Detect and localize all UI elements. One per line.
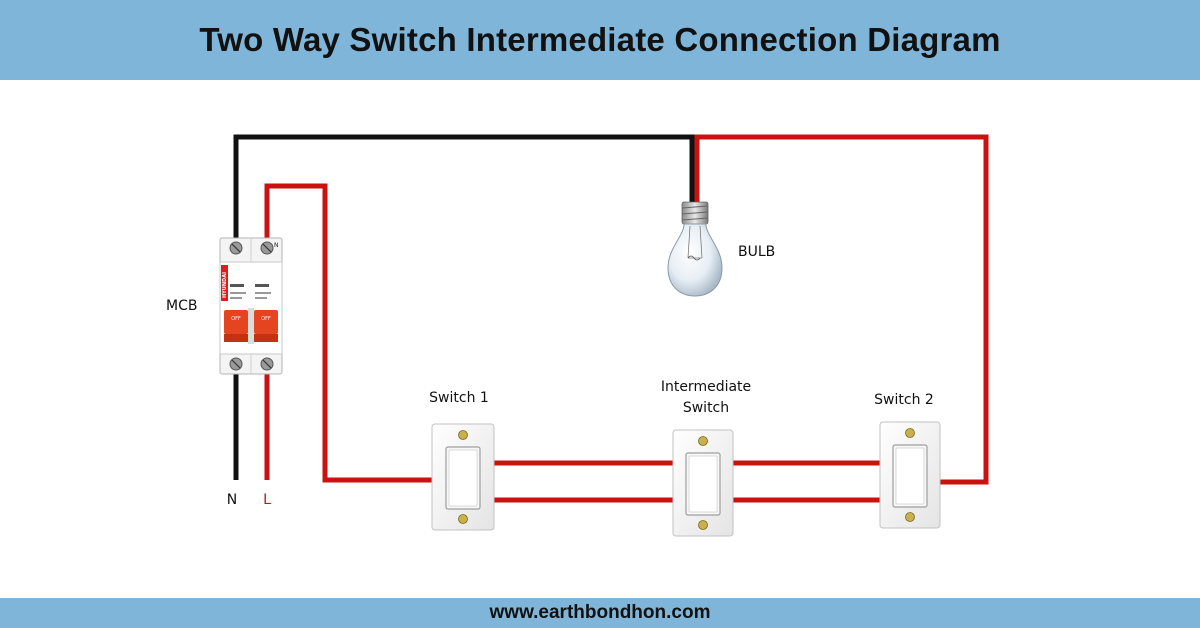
intermediate-switch-label-line1: Intermediate <box>661 379 751 395</box>
website-url: www.earthbondhon.com <box>489 602 711 623</box>
screw-icon <box>905 512 915 522</box>
light-bulb <box>667 201 723 297</box>
screw-icon <box>458 430 468 440</box>
footer-bar: www.earthbondhon.com <box>0 598 1200 628</box>
mcb-toggle-left-label: OFF <box>231 316 241 322</box>
switch-1 <box>431 423 495 531</box>
screw-icon <box>698 520 708 530</box>
live-label: L <box>263 492 271 508</box>
mcb-toggle-right-label: OFF <box>261 316 271 322</box>
page-title: Two Way Switch Intermediate Connection D… <box>199 21 1001 58</box>
mcb-brand: HYUNDAI <box>222 272 228 298</box>
switch-1-label: Switch 1 <box>429 390 489 406</box>
intermediate-switch-label-line2: Switch <box>683 400 729 416</box>
screw-icon <box>458 514 468 524</box>
mcb-breaker: N HYUNDAI OFF OFF <box>219 237 283 375</box>
bulb-label: BULB <box>738 244 775 260</box>
screw-icon <box>905 428 915 438</box>
mcb-terminal-label: N <box>274 242 279 249</box>
screw-icon <box>229 241 274 371</box>
neutral-wire <box>233 134 695 480</box>
header-bar: Two Way Switch Intermediate Connection D… <box>0 0 1200 80</box>
mcb-label: MCB <box>166 298 197 314</box>
intermediate-switch <box>672 429 734 537</box>
switch-2-label: Switch 2 <box>874 392 934 408</box>
screw-icon <box>698 436 708 446</box>
live-wire <box>264 134 989 503</box>
switch-2 <box>879 421 941 529</box>
neutral-label: N <box>227 492 237 508</box>
mcb-toggle: OFF OFF <box>224 308 278 344</box>
